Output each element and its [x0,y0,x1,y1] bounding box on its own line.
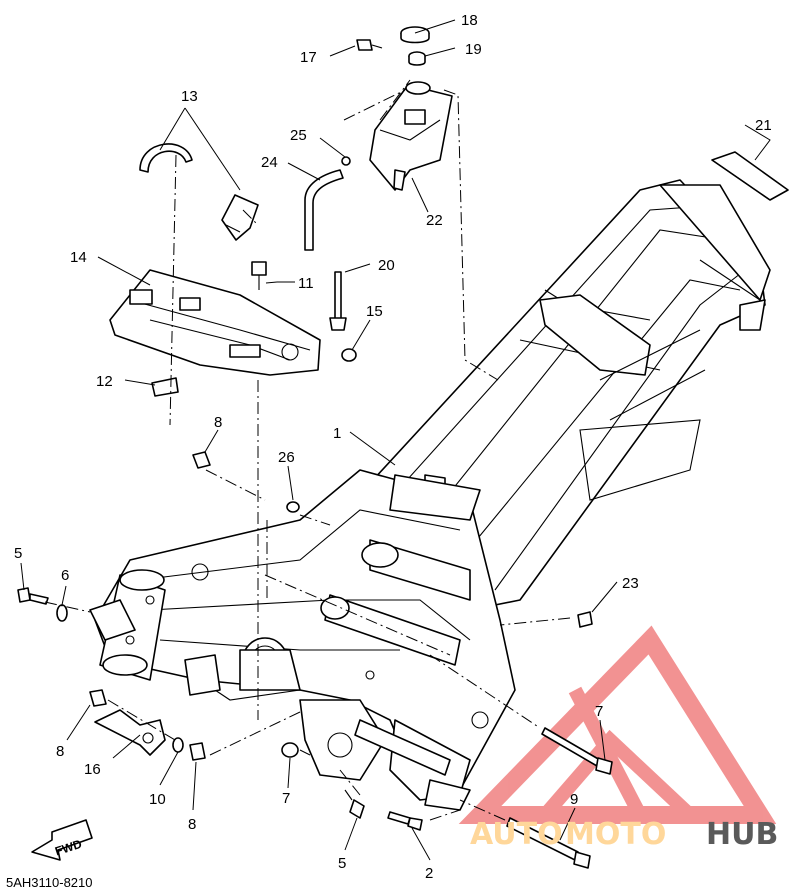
callout-4: 6 [61,567,69,584]
callout-1: 1 [333,425,341,442]
callout-20: 17 [300,49,317,66]
watermark-moto: MOTO [565,817,666,852]
callout-labels: 18 19 17 13 21 25 24 22 14 20 11 15 12 8… [14,12,772,882]
long-bolt-9-part [506,817,591,869]
long-bolt-7-part [541,727,613,775]
assembly-lines [44,79,571,821]
callout-19: 22 [426,212,443,229]
callout-16: 16 [84,761,101,778]
collar-part [281,742,299,758]
callout-25: 23 [622,575,639,592]
callout-26: 26 [278,449,295,466]
callout-9: 9 [570,791,578,808]
bracket-and-washer [94,709,184,756]
callout-3: 5 [14,545,22,562]
callout-21: 18 [461,12,478,29]
callout-10: 10 [149,791,166,808]
callout-22: 19 [465,41,482,58]
main-frame [89,179,771,811]
callout-14: 14 [70,249,87,266]
nut-8-lower-right [189,742,206,761]
bolt-2-part [387,811,423,831]
callout-13: 13 [181,88,198,105]
nut-8-upper [192,451,211,469]
battery-box-part [109,269,321,376]
callout-6: 7 [282,790,290,807]
small-screws [286,501,593,628]
callout-8-lower-left: 8 [56,743,64,760]
watermark-logo [458,625,777,824]
callout-8-upper: 8 [214,414,222,431]
callout-2: 2 [425,865,433,882]
rear-pad-part [711,151,789,201]
callout-17: 20 [378,257,395,274]
part-code: 5AH3110-8210 [6,875,93,890]
damper-part [151,377,179,397]
callout-5: 5 [338,855,346,872]
hose-and-clamp [304,156,351,251]
watermark-text: AUTO MOTO HUB [470,817,778,852]
callout-15: 15 [366,303,383,320]
band-part [139,143,259,241]
nut-part [341,348,357,362]
nut-8-lower-left [89,689,107,707]
callout-12: 12 [96,373,113,390]
forward-direction-arrow: FWD [31,819,93,861]
leader-lines [20,19,771,861]
callout-18: 21 [755,117,772,134]
bolt-and-band [251,261,347,331]
callout-7: 7 [595,703,603,720]
callout-8-lower-right: 8 [188,816,196,833]
reservoir-tank-part [369,81,453,191]
callout-11: 11 [298,275,314,292]
bolt-and-washer-front [17,587,68,622]
callout-24: 25 [290,127,307,144]
callout-23: 24 [261,154,278,171]
watermark-hub: HUB [706,817,778,852]
watermark-auto: AUTO [470,817,563,852]
bolt-5-part [344,789,365,819]
cap-grommet-screw [356,26,430,66]
